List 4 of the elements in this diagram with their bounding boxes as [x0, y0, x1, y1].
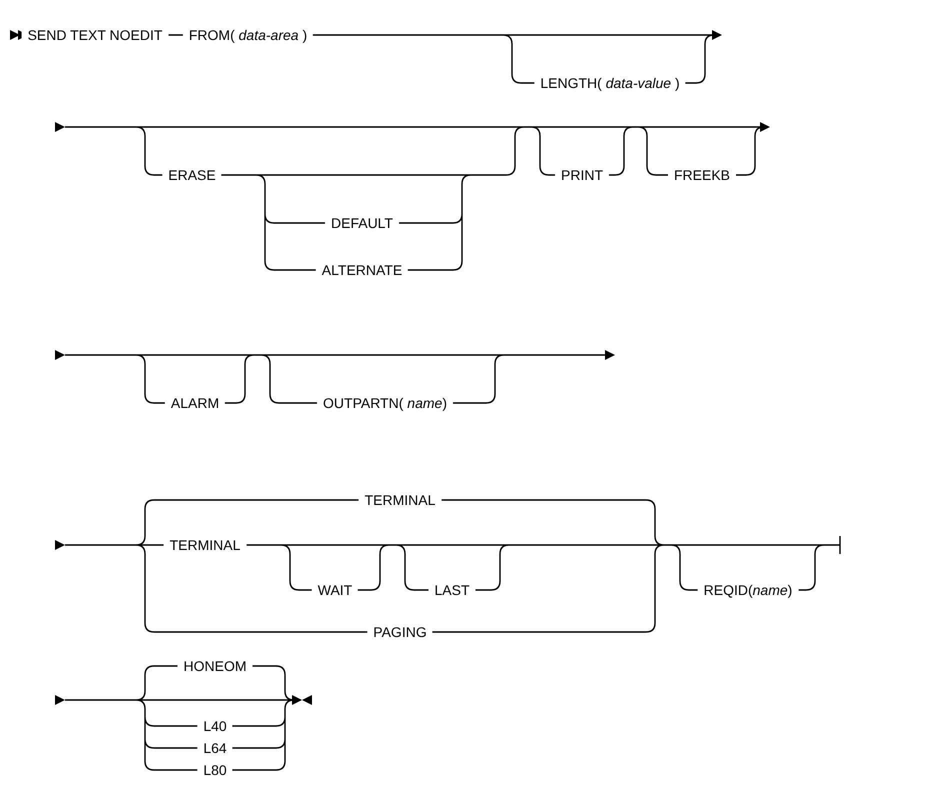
syntax-keyword: LENGTH( data-value )	[534, 74, 686, 92]
syntax-keyword: OUTPARTN( name)	[317, 394, 453, 412]
syntax-keyword: FROM( data-area )	[182, 26, 314, 44]
syntax-keyword: REQID(name)	[698, 582, 798, 598]
